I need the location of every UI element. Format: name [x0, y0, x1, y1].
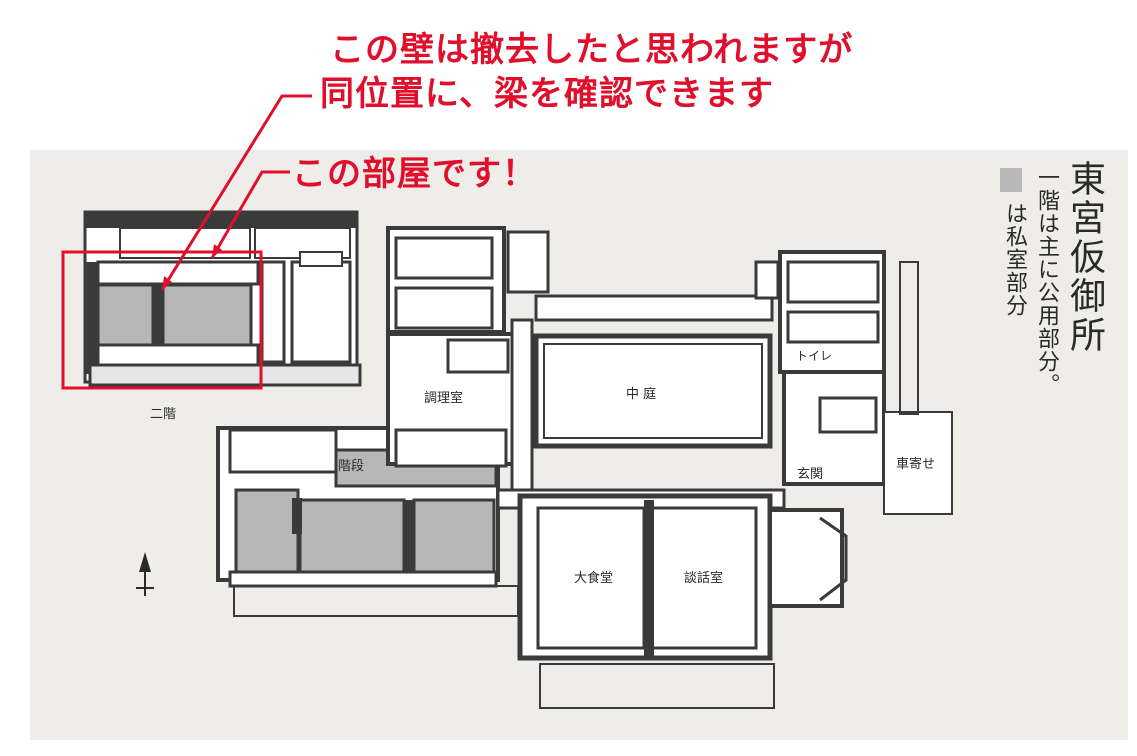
legend-swatch [1000, 168, 1022, 192]
second-floor-block [83, 210, 362, 387]
label-stairs: 階段 [338, 459, 364, 474]
kitchen-block [386, 226, 550, 468]
plan-subtitle: 一階は主に公用部分。 [1034, 166, 1059, 396]
removed-wall [152, 280, 164, 346]
right-block [754, 250, 953, 515]
highlight-annotation [61, 94, 312, 390]
hall-block [517, 493, 848, 709]
label-kitchen: 調理室 [424, 390, 463, 406]
annotation-line-2: 同位置に、梁を確認できます [320, 74, 774, 114]
private-room [161, 283, 253, 347]
annotation-line-3: この部屋です！ [292, 154, 537, 194]
label-carriage-porch: 車寄せ [896, 456, 935, 472]
label-second-floor: 二階 [150, 407, 176, 422]
courtyard [533, 333, 773, 449]
annotation-line-1: この壁は撤去したと思われますが [330, 30, 854, 70]
private-room [96, 283, 155, 347]
legend-label: は私室部分 [1002, 202, 1027, 317]
label-courtyard: 中 庭 [626, 386, 656, 402]
label-salon: 談話室 [684, 570, 723, 586]
label-dining-hall: 大食堂 [574, 570, 613, 586]
plan-title: 東宮仮御所 [1064, 160, 1105, 355]
label-toilet: トイレ [796, 349, 832, 363]
label-entrance: 玄関 [797, 467, 823, 482]
north-arrow-icon [136, 552, 154, 596]
